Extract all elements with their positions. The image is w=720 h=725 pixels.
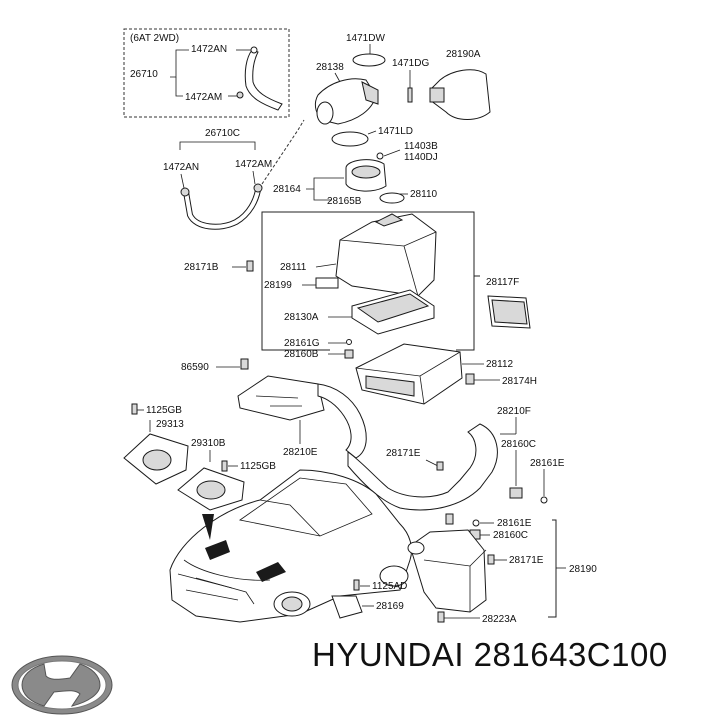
label-28164: 28164 <box>273 184 301 195</box>
part-number-caption: HYUNDAI 281643C100 <box>312 636 668 673</box>
lower-duct-group: 86590 28210E 28210F 28160C 28161E 28171E <box>181 358 565 511</box>
label-29313: 29313 <box>156 419 184 430</box>
clamp-1472AM <box>236 91 244 99</box>
maf-sensor-group: 28164 28110 28165B <box>273 159 438 207</box>
label-28210E: 28210E <box>283 447 318 458</box>
label-28190: 28190 <box>569 564 597 575</box>
intake-upper-group: 1471DW 28138 1471DG 28190A 1471LD 11403B… <box>314 33 491 163</box>
air-intake-duct-28210F <box>347 423 498 511</box>
label-26710C: 26710C <box>205 128 240 139</box>
label-28174H: 28174H <box>502 376 537 387</box>
label-11403B: 11403B <box>404 141 438 152</box>
label-28160C-b: 28160C <box>493 530 528 541</box>
label-86590: 86590 <box>181 362 209 373</box>
label-28199: 28199 <box>264 280 292 291</box>
grommet-28160C <box>509 487 523 499</box>
label-28190A: 28190A <box>446 49 481 60</box>
clip-86590 <box>240 358 249 370</box>
label-1472AN: 1472AN <box>163 162 199 173</box>
inset-title: (6AT 2WD) <box>130 33 179 44</box>
label-1125GB-a: 1125GB <box>146 405 182 416</box>
label-1471DG: 1471DG <box>392 58 429 69</box>
label-1125AD: 1125AD <box>372 581 407 592</box>
clamp-1472AN <box>250 46 258 54</box>
hyundai-logo <box>11 655 113 715</box>
label-26710: 26710 <box>130 69 158 80</box>
clamp-1472AM-b <box>253 183 263 193</box>
bracket-28174H <box>465 373 475 385</box>
vehicle-illustration <box>169 469 413 623</box>
label-28130A: 28130A <box>284 312 319 323</box>
label-28110: 28110 <box>410 189 438 200</box>
shields-group: 1125GB 29313 29310B 1125GB <box>123 403 276 511</box>
label-29310B: 29310B <box>191 438 226 449</box>
label-28161E-a: 28161E <box>530 458 565 469</box>
label-28171E-b: 28171E <box>509 555 544 566</box>
duct-28210E <box>237 375 325 421</box>
label-28223A: 28223A <box>482 614 517 625</box>
label-28171B: 28171B <box>184 262 219 273</box>
inset-frame <box>123 28 290 118</box>
label-1125GB-b: 1125GB <box>240 461 276 472</box>
label-28117F: 28117F <box>486 277 519 288</box>
label-plate-28199 <box>315 277 339 289</box>
breather-hose-group: 26710C 1472AN 1472AM <box>163 119 305 230</box>
label-28160C-a: 28160C <box>501 439 536 450</box>
clamp-1471DW <box>352 53 386 67</box>
resonator-28190A <box>429 69 491 120</box>
gasket-28165B <box>379 192 405 204</box>
label-28161E-b: 28161E <box>497 518 532 529</box>
label-28160B: 28160B <box>284 349 319 360</box>
clamp-1471LD <box>331 131 369 147</box>
label-28138: 28138 <box>316 62 344 73</box>
label-28210F: 28210F <box>497 406 531 417</box>
inset-6at-2wd: (6AT 2WD) 1472AN 26710 1472AM <box>123 28 290 118</box>
label-28171E-a: 28171E <box>386 448 421 459</box>
label-28112: 28112 <box>486 359 514 370</box>
label-1471LD: 1471LD <box>378 126 413 137</box>
label-28111: 28111 <box>280 262 307 273</box>
label-1472AM: 1472AM <box>235 159 272 170</box>
bolt-1471DG <box>407 87 413 103</box>
label-28161G: 28161G <box>284 338 320 349</box>
air-cleaner-assembly: 28171B 28111 28199 28117F 28130A 28161G … <box>184 211 537 405</box>
label-28165B: 28165B <box>327 196 362 207</box>
hose-26710 <box>244 49 283 111</box>
bracket-28169 <box>331 595 363 619</box>
resonator-group: 28161E 28160C 28171E 28190 28223A 1125AD… <box>331 513 597 625</box>
label-1471DW: 1471DW <box>346 33 385 44</box>
air-cleaner-cover-28111 <box>335 213 437 297</box>
resonator-28190 <box>409 529 487 613</box>
label-1472AM-inset: 1472AM <box>185 92 222 103</box>
label-28169: 28169 <box>376 601 404 612</box>
clamp-1472AN-b <box>180 187 190 197</box>
bolt-28171B <box>246 260 254 272</box>
label-1472AN-inset: 1472AN <box>191 44 227 55</box>
label-1140DJ: 1140DJ <box>404 152 438 163</box>
